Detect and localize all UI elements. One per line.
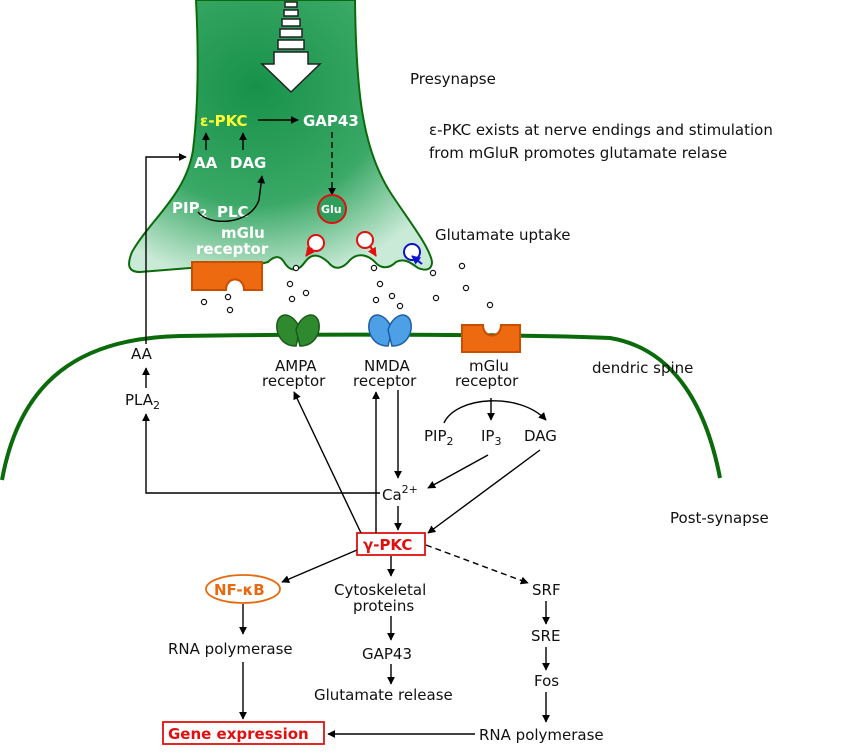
uptake-vesicle-icon (403, 243, 421, 261)
rna-polymerase-right-label: RNA polymerase (479, 726, 604, 744)
aa-post-label: AA (131, 345, 153, 363)
mglu-post-label: mGlu (469, 357, 509, 375)
ampa-receptor-icon (276, 314, 320, 347)
pip2-post-label: PIP2 (424, 427, 454, 448)
plc-label: PLC (217, 203, 249, 221)
cytoskeletal-proteins-label: proteins (353, 597, 414, 615)
ampa-receptor-label: receptor (262, 372, 326, 390)
release-vesicle-icon (356, 231, 374, 249)
gene-expression-label: Gene expression (168, 725, 309, 743)
e-pkc-label: ε-PKC (200, 112, 248, 130)
mglu-post-receptor-icon (461, 324, 521, 353)
presynapse-label: Presynapse (410, 70, 496, 88)
calcium-label: Ca2+ (382, 483, 418, 504)
glutamate-uptake-label: Glutamate uptake (435, 226, 571, 244)
g-pkc-label: γ-PKC (363, 536, 412, 554)
nmda-receptor-label: receptor (353, 372, 417, 390)
postsynaptic-arrows (142, 153, 550, 738)
glu-vesicle-icon (317, 194, 347, 224)
gap43-post-label: GAP43 (362, 645, 412, 663)
fos-label: Fos (534, 672, 559, 690)
ip3-label: IP3 (481, 427, 501, 448)
glutamate-release-label: Glutamate release (314, 686, 453, 704)
info-text-line1: ε-PKC exists at nerve endings and stimul… (429, 121, 773, 139)
rna-polymerase-left-label: RNA polymerase (168, 640, 293, 658)
nfkb-ellipse (205, 574, 281, 604)
pla2-label: PLA2 (125, 391, 160, 412)
pip2-pre-label: PIP2 (172, 199, 207, 220)
presynaptic-terminal (128, 0, 434, 274)
srf-label: SRF (532, 581, 561, 599)
dag-pre-label: DAG (230, 154, 266, 172)
post-synapse-label: Post-synapse (670, 509, 769, 527)
dendric-spine-label: dendric spine (592, 359, 693, 377)
nfkb-label: NF-κB (214, 581, 265, 599)
cytoskeletal-label: Cytoskeletal (334, 581, 426, 599)
mglu-post-receptor-label: receptor (455, 372, 519, 390)
aa-pre-label: AA (194, 154, 218, 172)
postsynaptic-membrane (0, 332, 722, 481)
stimulation-arrow-icon (260, 1, 322, 94)
dag-post-label: DAG (524, 427, 557, 445)
presynaptic-arrows (197, 116, 336, 223)
nmda-receptor-icon (368, 314, 412, 347)
glutamate-molecules (200, 262, 494, 314)
glu-label: Glu (321, 203, 342, 216)
info-text-line2: from mGluR promotes glutamate relase (429, 144, 727, 162)
mglu-pre-receptor-icon (191, 261, 263, 291)
nmda-label: NMDA (364, 357, 410, 375)
gap43-pre-label: GAP43 (303, 112, 359, 130)
sre-label: SRE (531, 627, 560, 645)
ampa-label: AMPA (275, 357, 317, 375)
g-pkc-box (356, 532, 426, 556)
mglu-pre-label: mGlu (221, 224, 265, 242)
gene-expression-box (162, 721, 325, 745)
mglu-pre-receptor-label: receptor (196, 240, 269, 258)
